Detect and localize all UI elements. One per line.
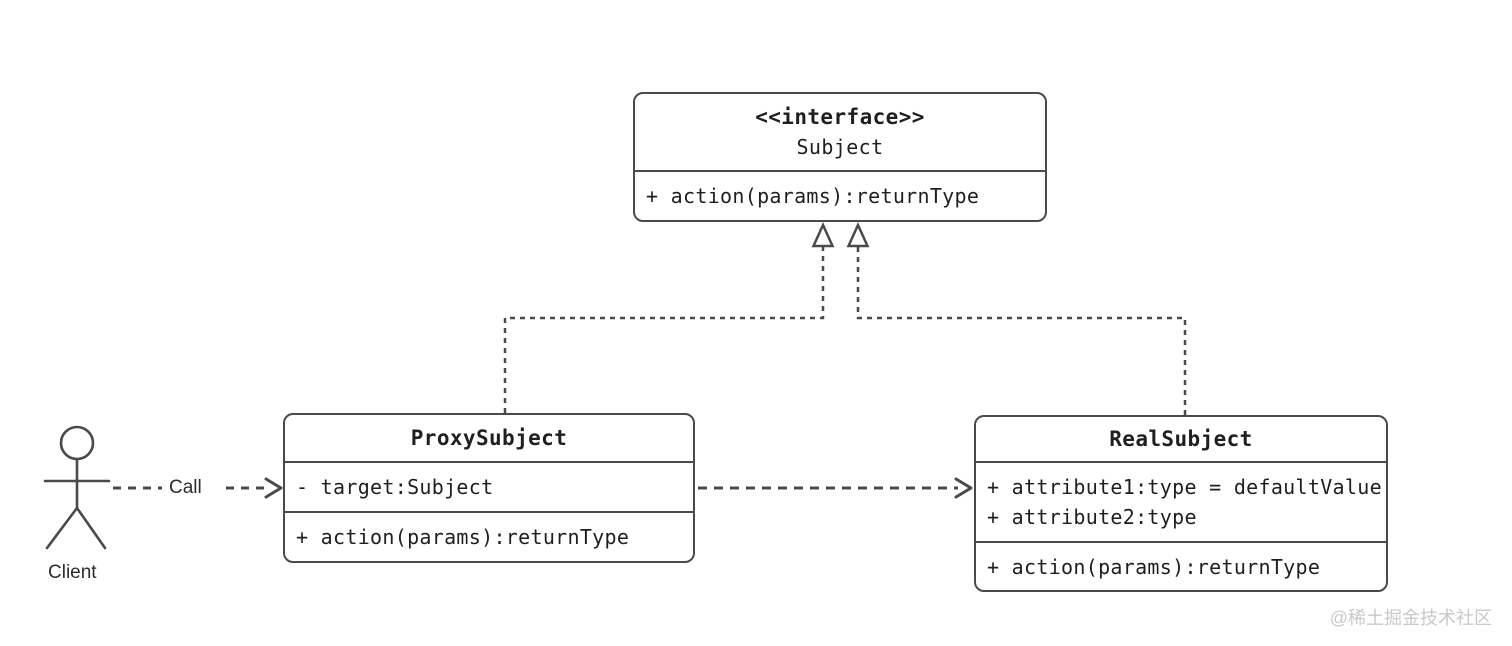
client-actor-icon xyxy=(43,425,111,550)
attribute-row: + attribute2:type xyxy=(987,505,1197,529)
class-header-subject: <<interface>> Subject xyxy=(635,94,1045,170)
watermark-text: @稀土掘金技术社区 xyxy=(1329,608,1492,628)
attribute-row: - target:Subject xyxy=(296,475,494,499)
class-header-realsubject: RealSubject xyxy=(976,417,1386,461)
dependency-arrowhead-icon xyxy=(954,477,973,499)
attributes-section-realsubject: + attribute1:type = defaultValue + attri… xyxy=(976,461,1386,541)
method-row: + action(params):returnType xyxy=(296,525,630,549)
class-header-proxysubject: ProxySubject xyxy=(285,415,693,461)
attribute-row: + attribute1:type = defaultValue xyxy=(987,475,1382,499)
methods-section-realsubject: + action(params):returnType xyxy=(976,541,1386,590)
class-name-realsubject: RealSubject xyxy=(1109,427,1253,451)
class-box-realsubject: RealSubject + attribute1:type = defaultV… xyxy=(974,415,1388,592)
client-actor-label: Client xyxy=(48,562,97,583)
class-box-proxysubject: ProxySubject - target:Subject + action(p… xyxy=(283,413,695,563)
class-name-proxysubject: ProxySubject xyxy=(410,426,568,450)
hollow-triangle-arrowhead-icon xyxy=(846,221,870,248)
stereotype-label: <<interface>> xyxy=(755,105,925,129)
methods-section-proxysubject: + action(params):returnType xyxy=(285,511,693,561)
call-arrowhead-icon xyxy=(264,477,283,499)
call-arrow-label: Call xyxy=(169,477,202,498)
dependency-arrow-proxy-to-real xyxy=(698,477,973,499)
method-row: + action(params):returnType xyxy=(646,184,980,208)
methods-section-subject: + action(params):returnType xyxy=(635,170,1045,220)
realization-arrow-real-to-subject xyxy=(846,221,1187,415)
call-arrow xyxy=(113,477,283,499)
class-name-subject: Subject xyxy=(796,135,884,159)
realization-arrow-proxy-to-subject xyxy=(503,221,835,413)
method-row: + action(params):returnType xyxy=(987,554,1321,579)
hollow-triangle-arrowhead-icon xyxy=(811,221,835,248)
class-box-subject: <<interface>> Subject + action(params):r… xyxy=(633,92,1047,222)
attributes-section-proxysubject: - target:Subject xyxy=(285,461,693,511)
